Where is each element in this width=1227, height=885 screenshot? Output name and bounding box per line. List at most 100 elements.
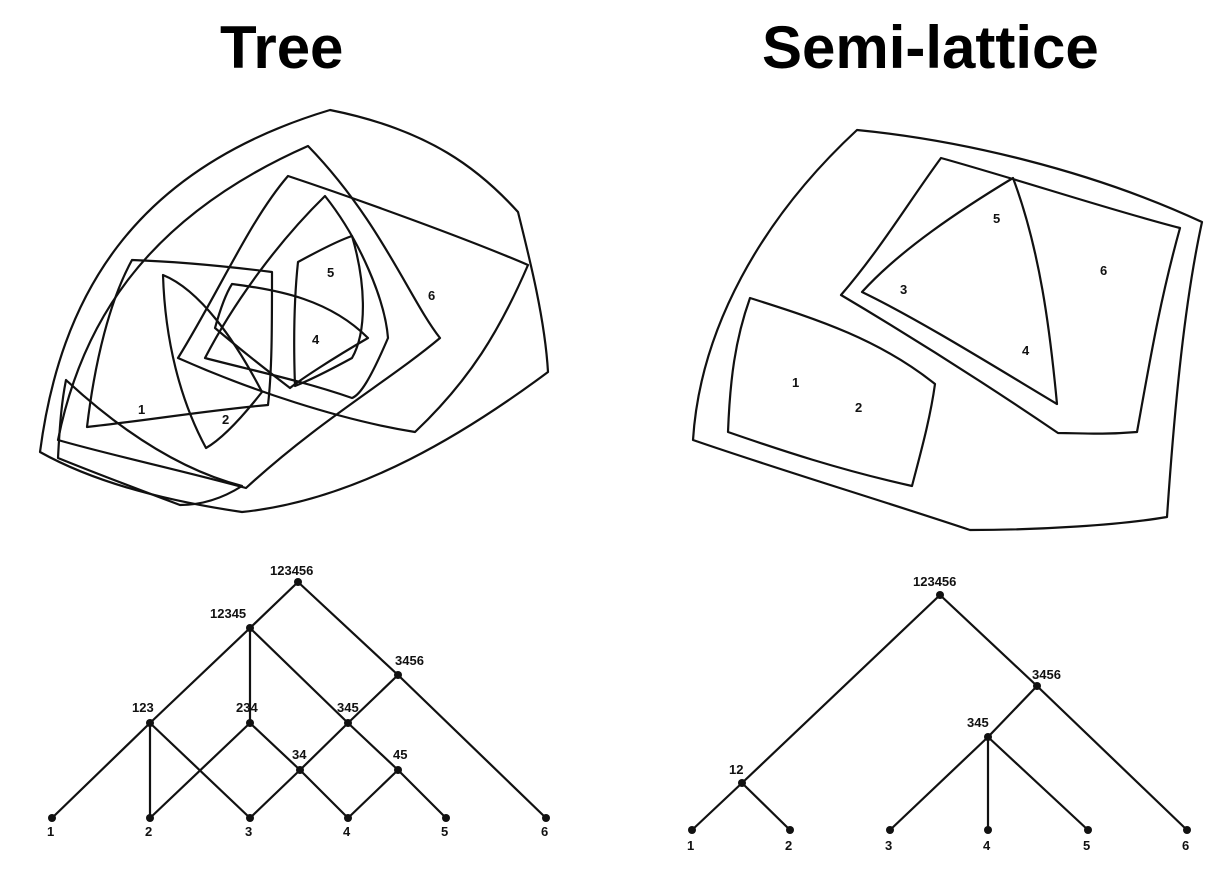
semi-node-label-4: 4 [983, 838, 991, 853]
semi-region-label-1: 1 [792, 375, 799, 390]
tree-node-label-345: 345 [337, 700, 359, 715]
semi-node-label-1: 1 [687, 838, 694, 853]
semi-edge-3456-345 [987, 685, 1038, 738]
tree-node-label-34: 34 [292, 747, 307, 762]
tree-region-outer-left [56, 378, 244, 507]
tree-node-12345 [246, 624, 254, 632]
tree-edge-123456-12345 [249, 581, 299, 629]
semi-node-4 [984, 826, 992, 834]
tree-edge-3456-6 [397, 674, 547, 819]
tree-node-3 [246, 814, 254, 822]
semi-node-123456 [936, 591, 944, 599]
semi-node-1 [688, 826, 696, 834]
semi-region-label-2: 2 [855, 400, 862, 415]
tree-edge-45-4 [347, 769, 399, 819]
tree-node-label-1: 1 [47, 824, 54, 839]
tree-region-label-2: 2 [222, 412, 229, 427]
tree-edge-123-1 [51, 722, 151, 819]
tree-region-label-6: 6 [428, 288, 435, 303]
semi-edge-12-2 [741, 782, 791, 831]
tree-node-label-5: 5 [441, 824, 448, 839]
semi-edge-3456-6 [1036, 685, 1188, 831]
semi-node-label-345: 345 [967, 715, 989, 730]
tree-node-label-123: 123 [132, 700, 154, 715]
tree-node-2 [146, 814, 154, 822]
semi-region-label-3: 3 [900, 282, 907, 297]
tree-node-1 [48, 814, 56, 822]
semi-node-3 [886, 826, 894, 834]
tree-edge-12345-345 [249, 627, 349, 724]
tree-node-123 [146, 719, 154, 727]
tree-node-45 [394, 766, 402, 774]
semi-node-label-3456: 3456 [1032, 667, 1061, 682]
tree-node-234 [246, 719, 254, 727]
tree-region-123456 [38, 108, 550, 514]
tree-node-label-2: 2 [145, 824, 152, 839]
semi-region-label-6: 6 [1100, 263, 1107, 278]
tree-edge-123456-3456 [297, 581, 399, 676]
tree-node-34 [296, 766, 304, 774]
tree-edge-12345-123 [149, 627, 251, 724]
tree-edge-234-34 [249, 722, 301, 771]
semi-region-345 [860, 176, 1059, 406]
tree-edge-345-34 [299, 722, 349, 771]
semi-node-label-123456: 123456 [913, 574, 956, 589]
tree-region-label-1: 1 [138, 402, 145, 417]
tree-node-6 [542, 814, 550, 822]
tree-edge-45-5 [397, 769, 447, 819]
semi-node-5 [1084, 826, 1092, 834]
tree-node-label-4: 4 [343, 824, 351, 839]
tree-node-label-45: 45 [393, 747, 407, 762]
tree-node-3456 [394, 671, 402, 679]
tree-edge-3456-345 [347, 674, 399, 724]
tree-node-345 [344, 719, 352, 727]
semi-node-label-12: 12 [729, 762, 743, 777]
semi-node-2 [786, 826, 794, 834]
semi-node-12 [738, 779, 746, 787]
tree-region-label-4: 4 [312, 332, 320, 347]
tree-node-label-12345: 12345 [210, 606, 246, 621]
semi-region-3456 [839, 156, 1182, 435]
tree-region-123 [85, 258, 274, 429]
tree-node-123456 [294, 578, 302, 586]
semi-region-label-4: 4 [1022, 343, 1030, 358]
semi-region-123456 [691, 128, 1204, 532]
tree-node-label-6: 6 [541, 824, 548, 839]
semilattice-venn: 1 2 3 4 5 6 [691, 128, 1204, 532]
semi-edge-123456-3456 [939, 594, 1038, 687]
tree-node-4 [344, 814, 352, 822]
tree-region-345 [203, 194, 390, 400]
semi-region-label-5: 5 [993, 211, 1000, 226]
semilattice-graph: 123456 3456 345 12 1 2 3 4 5 6 [687, 574, 1191, 853]
tree-region-34 [213, 282, 370, 390]
tree-edge-34-4 [299, 769, 349, 819]
semi-edge-345-5 [987, 736, 1089, 831]
tree-venn: 1 2 4 5 6 [38, 108, 550, 514]
tree-node-label-234: 234 [236, 700, 258, 715]
tree-edge-345-45 [347, 722, 399, 771]
semilattice-title: Semi-lattice [762, 14, 1099, 81]
tree-node-5 [442, 814, 450, 822]
semi-node-label-6: 6 [1182, 838, 1189, 853]
semi-node-label-2: 2 [785, 838, 792, 853]
semi-edge-345-3 [889, 736, 989, 831]
semi-node-6 [1183, 826, 1191, 834]
semi-node-label-3: 3 [885, 838, 892, 853]
semi-node-3456 [1033, 682, 1041, 690]
tree-region-45 [293, 234, 364, 388]
semi-node-345 [984, 733, 992, 741]
tree-graph: 123456 12345 3456 123 234 345 34 45 1 2 … [47, 563, 550, 839]
tree-region-label-5: 5 [327, 265, 334, 280]
tree-region-234 [161, 273, 264, 450]
semi-edge-12-1 [691, 782, 743, 831]
tree-title: Tree [220, 14, 344, 81]
tree-region-3456 [176, 174, 530, 434]
semi-region-12 [726, 296, 937, 488]
tree-node-label-123456: 123456 [270, 563, 313, 578]
tree-edge-234-2 [149, 722, 251, 819]
tree-node-label-3: 3 [245, 824, 252, 839]
tree-node-label-3456: 3456 [395, 653, 424, 668]
semi-node-label-5: 5 [1083, 838, 1090, 853]
tree-region-12345 [56, 144, 442, 490]
